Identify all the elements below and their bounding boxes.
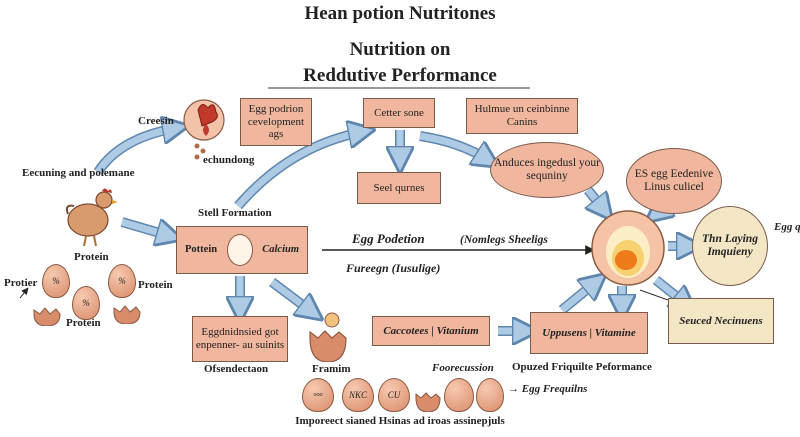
- cracked-egg-right: [112, 298, 142, 325]
- bottom-egg-3-label: CU: [387, 390, 401, 400]
- uppusens-box: Uppusens | Vitamine: [530, 312, 648, 354]
- label-protier: Protier: [4, 277, 38, 289]
- top-title: Hean potion Nutritones: [304, 3, 496, 24]
- egg-development-text: Egg podrion cevelopment ags: [247, 103, 305, 141]
- hulmue-text: Hulmue un ceinbinne Canins: [474, 103, 570, 128]
- label-egg-frequilns: → Egg Frequilns: [508, 383, 588, 395]
- label-fureegn: Fureegn (Iusulige): [346, 261, 441, 275]
- es-egg-ellipse: ES egg Eedenive Linus culicel: [626, 148, 722, 214]
- uppusens-text: Uppusens | Vitamine: [542, 326, 636, 339]
- label-egg-podetion: Egg Podetion: [352, 231, 425, 246]
- label-protein-hen: Protein: [74, 251, 109, 263]
- laying-text: Thn Laying Imquieny: [702, 232, 758, 258]
- hulmue-box: Hulmue un ceinbinne Canins: [466, 98, 578, 134]
- chicken-head-illustration: [176, 94, 236, 144]
- bottom-egg-2: NKC: [342, 378, 374, 412]
- main-title-line2: Reddutive Performance: [303, 65, 497, 86]
- hen-illustration: [64, 186, 120, 248]
- label-stell-formation: Stell Formation: [198, 207, 272, 219]
- cetter-sone-text: Cetter sone: [374, 106, 424, 119]
- seuced-box: Seuced Necinuens: [668, 298, 774, 344]
- egg-left-2-label: %: [118, 276, 126, 286]
- es-egg-text: ES egg Eedenive Linus culicel: [634, 167, 714, 193]
- seuced-text: Seuced Necinuens: [679, 314, 763, 327]
- label-echundong: echundong: [203, 154, 255, 166]
- egg-left-2: %: [108, 264, 136, 298]
- cracked-egg-left: [32, 300, 62, 327]
- label-opuzed: Opuzed Friquilte Peformance: [512, 361, 652, 373]
- caccotees-box: Caccotees | Vitanium: [372, 316, 490, 346]
- label-creesin: Creesin: [138, 115, 174, 127]
- label-eecuning: Eecuning and polemane: [22, 167, 135, 179]
- arrow-hen-to-head: [93, 123, 177, 175]
- bottom-cracked-egg: [414, 382, 442, 413]
- label-framim: Framim: [312, 363, 351, 375]
- seed-dots: [192, 142, 208, 162]
- bottom-egg-3: CU: [378, 378, 410, 412]
- egg-left-1: %: [42, 264, 70, 298]
- label-protein-a: Protein: [138, 279, 173, 291]
- bottom-egg-5: [476, 378, 504, 412]
- label-ofsendection: Ofsendectaon: [204, 363, 269, 375]
- eggdnidnsied-box: Eggdnidnsied got enpenner- au suinits: [192, 316, 288, 362]
- pottein-calcium-box: Pottein Calcium: [176, 226, 308, 274]
- pottein-egg-icon: [226, 234, 253, 266]
- connector-seuced: [639, 289, 669, 301]
- arrow-small-egg: [19, 287, 29, 299]
- egg-left-3: %: [72, 286, 100, 320]
- seel-qurnes-box: Seel qurnes: [357, 172, 441, 204]
- seel-qurnes-text: Seel qurnes: [373, 181, 425, 194]
- calcium-text: Calcium: [262, 243, 299, 255]
- label-nomlegs: (Nomlegs Sheeligs: [460, 234, 548, 246]
- bottom-egg-1: ooo: [302, 378, 334, 412]
- egg-left-1-label: %: [52, 276, 60, 286]
- laying-ellipse: Thn Laying Imquieny: [692, 206, 768, 286]
- label-egg-quality: Egg qualit: [774, 222, 800, 233]
- bottom-egg-4: [444, 378, 474, 412]
- anduces-text: Anduces ingedusl your sequniny: [493, 156, 601, 182]
- label-foorecussion: Foorecussion: [432, 362, 494, 374]
- anduces-ellipse: Anduces ingedusl your sequniny: [490, 142, 604, 198]
- main-title-line1: Nutrition on: [349, 39, 451, 60]
- label-protein-b: Protein: [66, 317, 101, 329]
- caccotees-text: Caccotees | Vitanium: [383, 324, 479, 337]
- cetter-sone-box: Cetter sone: [363, 98, 435, 128]
- pottein-text: Pottein: [185, 243, 218, 255]
- cracked-egg-center: [308, 310, 348, 363]
- eggdnidnsied-text: Eggdnidnsied got enpenner- au suinits: [195, 326, 285, 351]
- bottom-egg-1-label: ooo: [313, 392, 323, 398]
- egg-development-box: Egg podrion cevelopment ags: [240, 98, 312, 146]
- egg-cross-section: [590, 208, 666, 286]
- label-improvement: Imporeect sianed Hsinas ad iroas assinep…: [295, 415, 505, 427]
- bottom-egg-2-label: NKC: [348, 390, 367, 400]
- egg-left-3-label: %: [82, 298, 90, 308]
